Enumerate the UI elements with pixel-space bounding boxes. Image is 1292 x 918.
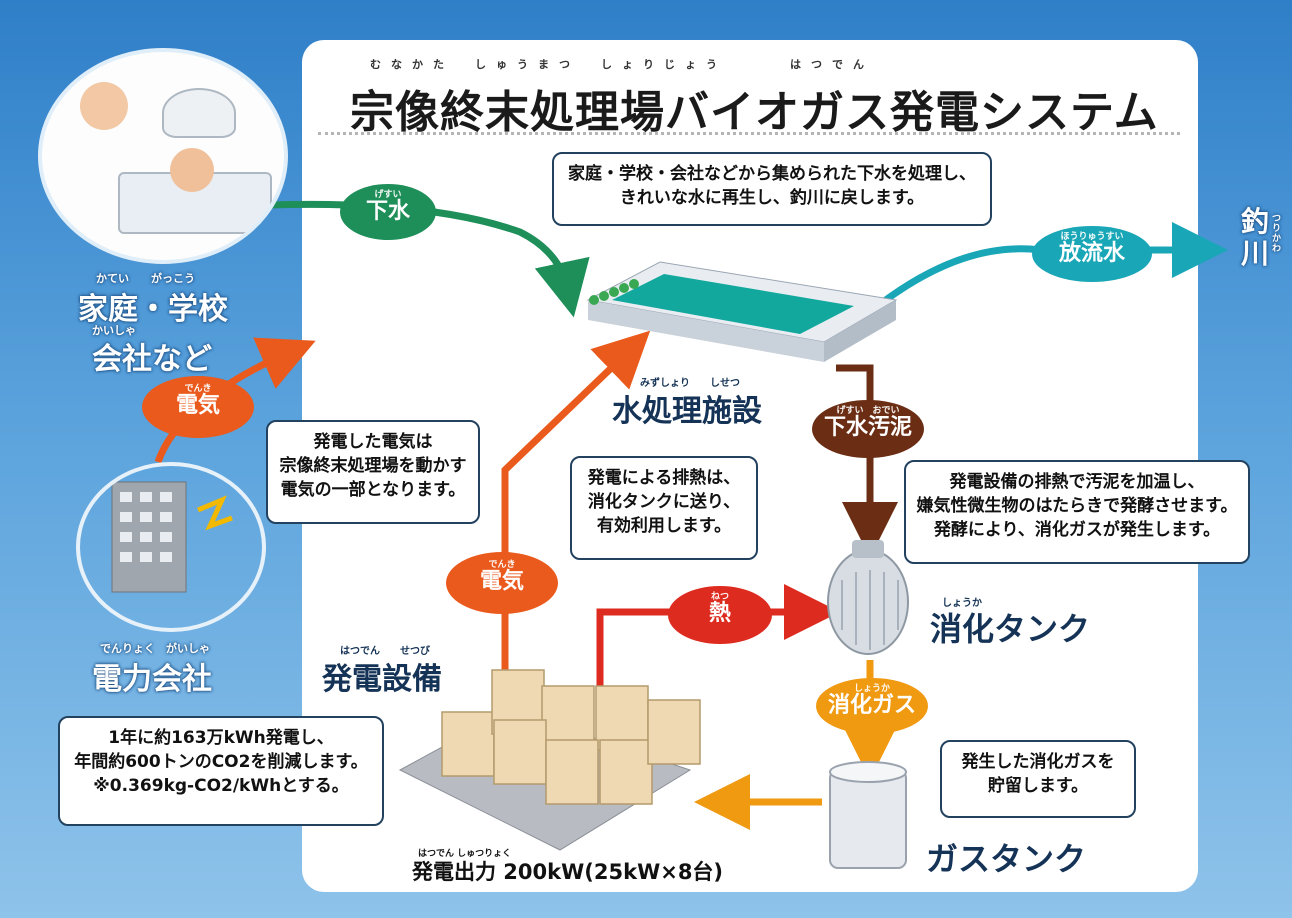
sewage-flow-arrow (267, 200, 590, 318)
sewage-pill: げすい下水 (340, 184, 436, 240)
sludge-pill: げすい おでい下水汚泥 (812, 400, 924, 458)
generator-ruby: はつでん せつび (340, 646, 430, 657)
treatment-description-bubble: 家庭・学校・会社などから集められた下水を処理し、きれいな水に再生し、釣川に戻しま… (552, 152, 992, 226)
power-company-ruby: でんりょく がいしゃ (100, 642, 210, 655)
gas-pill: しょうか消化ガス (816, 678, 928, 734)
power-use-bubble: 発電した電気は宗像終末処理場を動かす電気の一部となります。 (266, 420, 480, 524)
effluent-pill: ほうりゅうすい放流水 (1032, 226, 1152, 282)
source-ruby-1: かてい がっこう (96, 272, 195, 285)
electricity-pill-company: でんき電気 (142, 376, 254, 438)
sludge-flow-arrow (836, 364, 898, 558)
gas-tank-label: ガスタンク (926, 840, 1087, 878)
river-name: 釣川 (1240, 205, 1269, 270)
digestion-description-bubble: 発電設備の排熱で汚泥を加温し、嫌気性微生物のはたらきで発酵させます。発酵により、… (904, 460, 1250, 564)
source-ruby-2: かいしゃ (92, 324, 136, 337)
capacity-label: 発電出力 200kW(25kW×8台) (412, 860, 724, 884)
water-treatment-illustration (586, 261, 898, 362)
exhaust-heat-bubble: 発電による排熱は、消化タンクに送り、有効利用します。 (570, 456, 758, 560)
capacity-ruby: はつでん しゅつりょく (418, 849, 512, 859)
source-label-2: 会社など (92, 342, 212, 377)
title-ruby: むなかた しゅうまつ しょりじょう はつでん (370, 58, 874, 71)
annual-output-bubble: 1年に約163万kWh発電し、年間約600トンのCO2を削減します。※0.369… (58, 716, 384, 826)
water-facility-label: 水処理施設 (612, 394, 762, 429)
person-shape (170, 148, 214, 192)
heat-pill: ねつ熱 (668, 586, 772, 644)
household-illustration (38, 48, 288, 264)
power-company-label: 電力会社 (92, 662, 212, 697)
electricity-pill-generator: でんき電気 (446, 552, 558, 614)
toilet-shape (162, 88, 236, 138)
digestion-tank-illustration (827, 540, 909, 655)
power-company-circle (76, 462, 266, 632)
source-label-1: 家庭・学校 (78, 292, 228, 327)
water-facility-ruby: みずしょり しせつ (640, 378, 740, 389)
digestion-tank-label: 消化タンク (930, 610, 1091, 648)
river-label: 釣川 (1238, 206, 1272, 270)
river-ruby: つりかわ (1272, 214, 1282, 254)
generator-label: 発電設備 (322, 662, 442, 697)
digestion-tank-ruby: しょうか (942, 598, 982, 609)
gas-tank-illustration (829, 761, 907, 869)
effluent-flow-arrow (867, 222, 1228, 315)
page-title: 宗像終末処理場バイオガス発電システム (350, 87, 1159, 138)
person-shape (80, 82, 128, 130)
title-divider (318, 132, 1180, 135)
gas-storage-bubble: 発生した消化ガスを貯留します。 (940, 740, 1136, 818)
generator-units-illustration (398, 669, 701, 851)
